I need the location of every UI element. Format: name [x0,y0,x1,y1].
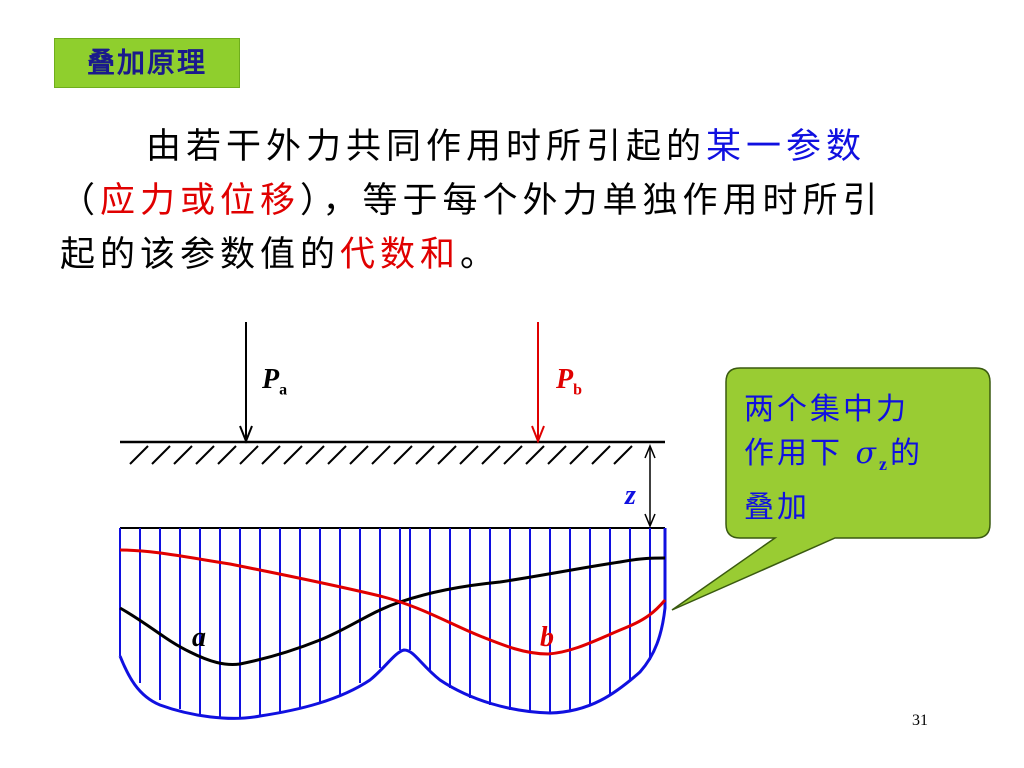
callout-line-3: 叠加 [744,490,810,525]
ground-hatching [129,445,633,465]
page-number: 31 [912,712,928,729]
callout-bubble [671,367,991,611]
load-b-arrowhead [531,425,545,444]
sigma-subscript: z [879,454,891,474]
para-highlight-algebraic-sum: 代数和 [340,235,461,275]
para-text-3: ），等于每个外力单独作用时所引起的该参数值的 [60,181,883,275]
depth-label: z [625,480,636,511]
curve-b-label: b [540,622,554,653]
callout-line-2: 作用下 σz的 [744,436,924,474]
superposed-stress-curve [118,528,667,720]
callout-text: 两个集中力 作用下 σz的 叠加 [744,388,964,530]
para-text-2: （ [60,181,101,221]
load-a-label: Pa [262,364,288,399]
superposed-stress-ordinates [119,528,666,717]
callout-line-1: 两个集中力 [744,392,909,427]
load-a-arrowhead [239,425,253,444]
curve-b-stress [119,548,667,656]
para-highlight-stress: 应力或位移 [100,181,301,221]
para-text-1: 由若干外力共同作用时所引起的 [146,127,707,167]
slide-title: 叠加原理 [54,38,240,88]
sigma-symbol: σ [855,436,880,471]
depth-arrow-bottom [644,513,656,528]
curve-a-label: a [192,622,206,653]
para-highlight-parameter: 某一参数 [706,127,867,167]
para-text-4: 。 [460,235,501,275]
definition-paragraph: 由若干外力共同作用时所引起的某一参数 （应力或位移），等于每个外力单独作用时所引起… [60,120,900,282]
load-b-label: Pb [556,364,583,399]
depth-arrow-top [644,444,656,459]
curve-a-stress [119,556,666,666]
